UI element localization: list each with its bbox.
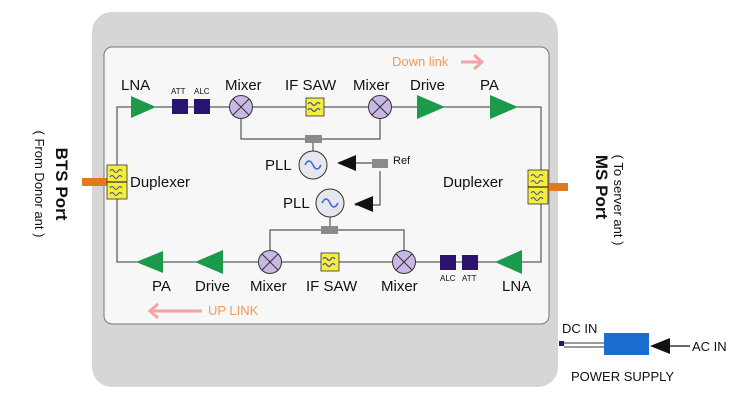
ref-arrow-top-icon xyxy=(337,155,356,171)
power-supply-unit-icon xyxy=(604,333,649,355)
lna-top-amplifier-icon xyxy=(131,96,156,118)
drive-bottom-label: Drive xyxy=(195,278,230,295)
lna-top-label: LNA xyxy=(121,77,150,94)
drive-top-label: Drive xyxy=(410,77,445,94)
if-saw-top-label: IF SAW xyxy=(285,77,337,94)
ms-port-label: MS Port xyxy=(592,155,611,220)
power-supply-label: POWER SUPPLY xyxy=(571,369,674,384)
dc-in-terminal-icon xyxy=(559,341,564,346)
ac-in-label: AC IN xyxy=(692,339,727,354)
drive-top-amplifier-icon xyxy=(417,95,445,119)
if-saw-top-icon xyxy=(305,97,325,117)
mixer-top-1-label: Mixer xyxy=(225,77,262,94)
alc-bottom-label: ALC xyxy=(440,274,456,283)
att-top-label: ATT xyxy=(171,87,186,96)
mixer-top-1-icon xyxy=(229,95,253,119)
mixer-bottom-2-label: Mixer xyxy=(381,278,418,295)
alc-bottom-icon xyxy=(440,255,456,270)
duplexer-left-label: Duplexer xyxy=(130,174,190,191)
down-link-arrow-icon xyxy=(473,53,485,71)
pll-top-label: PLL xyxy=(265,157,292,174)
pa-top-amplifier-icon xyxy=(490,95,518,119)
bts-port-label: BTS Port xyxy=(52,148,71,221)
pa-bottom-label: PA xyxy=(152,278,171,295)
if-saw-bottom-icon xyxy=(320,252,340,272)
if-saw-bottom-label: IF SAW xyxy=(306,278,358,295)
up-link-arrow-icon xyxy=(147,302,159,320)
pll-top-icon xyxy=(298,150,328,180)
ac-in-arrow-icon xyxy=(650,338,670,354)
mixer-top-2-icon xyxy=(368,95,392,119)
ref-label: Ref xyxy=(393,155,411,167)
mixer-top-2-label: Mixer xyxy=(353,77,390,94)
mixer-bottom-1-icon xyxy=(258,250,282,274)
bottom-lo-splitter-icon xyxy=(321,226,338,234)
alc-top-label: ALC xyxy=(194,87,210,96)
drive-bottom-amplifier-icon xyxy=(195,250,223,274)
duplexer-right-label: Duplexer xyxy=(443,174,503,191)
ref-connector-icon xyxy=(372,159,388,168)
pll-bottom-label: PLL xyxy=(283,195,310,212)
mixer-bottom-1-label: Mixer xyxy=(250,278,287,295)
mixer-bottom-2-icon xyxy=(392,250,416,274)
bts-port-connector-icon xyxy=(82,178,109,186)
lna-bottom-label: LNA xyxy=(502,278,531,295)
up-link-label: UP LINK xyxy=(208,303,259,318)
ms-port-sublabel: ( To server ant ) xyxy=(611,155,626,246)
duplexer-left-icon xyxy=(106,164,128,200)
duplexer-right-icon xyxy=(527,169,549,205)
ms-port-connector-icon xyxy=(540,183,568,191)
ref-arrow-bottom-icon xyxy=(354,196,373,212)
top-lo-splitter-icon xyxy=(305,135,322,143)
down-link-label: Down link xyxy=(392,54,449,69)
pa-top-label: PA xyxy=(480,77,499,94)
pa-bottom-amplifier-icon xyxy=(136,251,163,273)
lna-bottom-amplifier-icon xyxy=(495,250,522,274)
alc-top-icon xyxy=(194,99,210,114)
dc-in-label: DC IN xyxy=(562,321,597,336)
att-bottom-label: ATT xyxy=(462,274,477,283)
pll-bottom-icon xyxy=(315,188,345,218)
bts-port-sublabel: ( From Donor ant ) xyxy=(32,131,47,238)
att-bottom-icon xyxy=(462,255,478,270)
att-top-icon xyxy=(172,99,188,114)
